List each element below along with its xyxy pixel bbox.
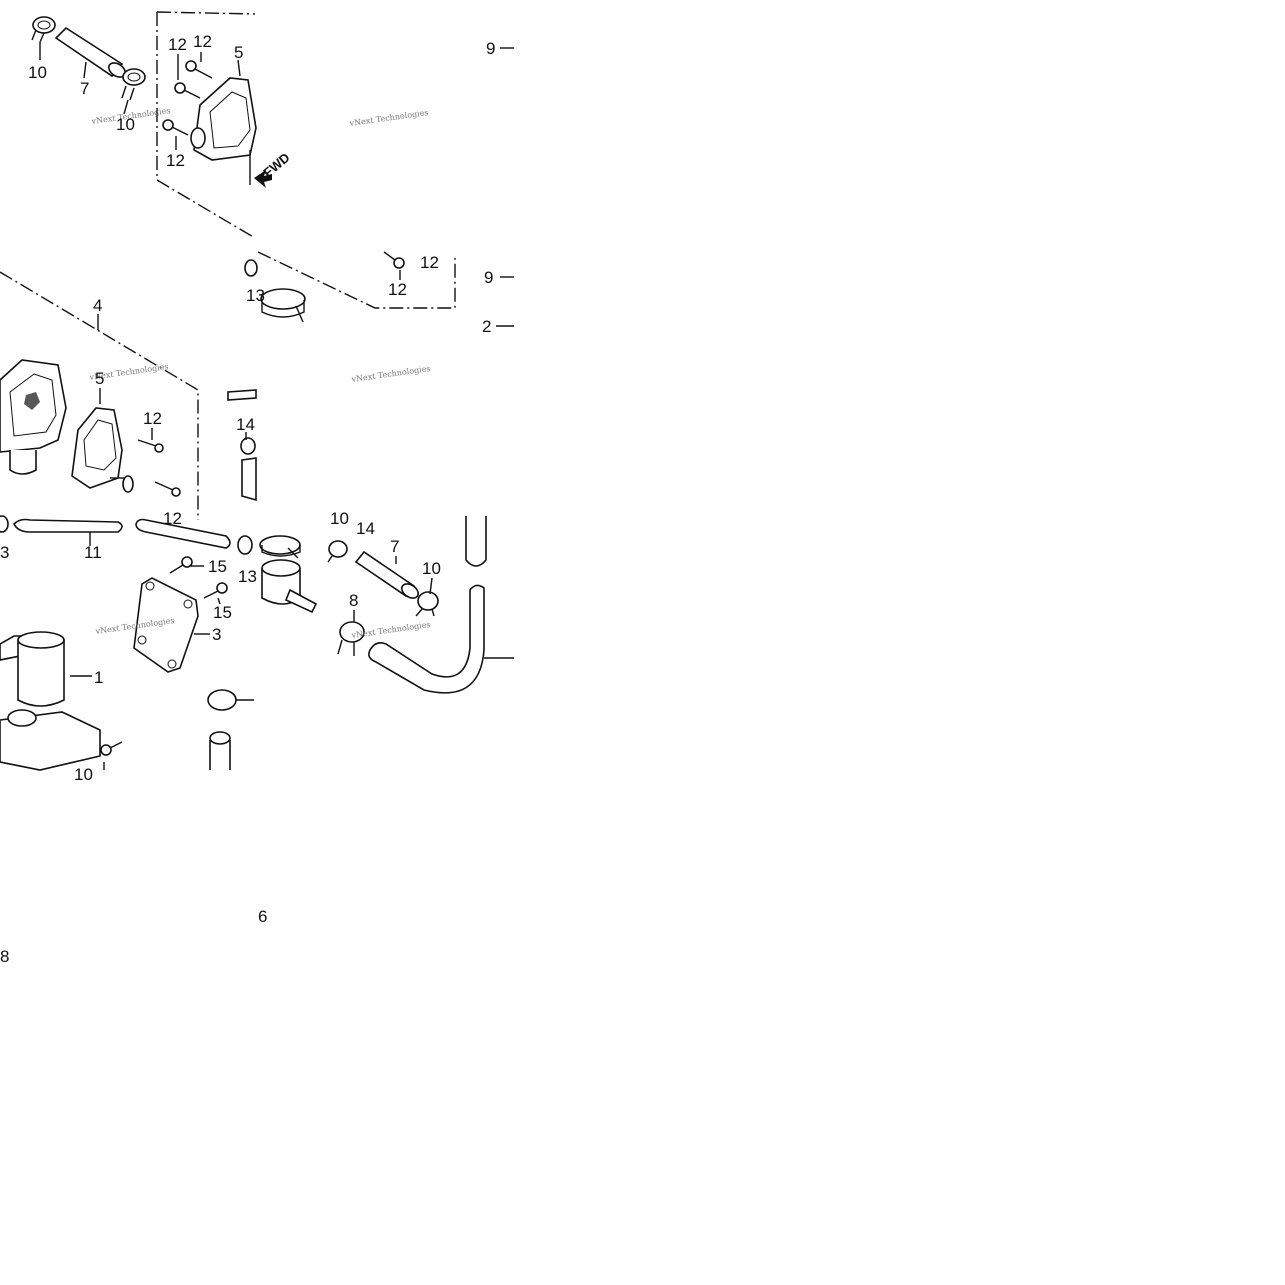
callout-label: 2 bbox=[482, 317, 491, 336]
bolt-lower-12 bbox=[100, 741, 123, 756]
watermark: vNext Technologies bbox=[350, 620, 431, 640]
thermostat-housing-mid bbox=[71, 407, 134, 493]
hose-clamp-10c bbox=[327, 540, 348, 563]
frame-lines bbox=[0, 11, 456, 520]
long-hose-right bbox=[135, 518, 231, 549]
callout-label: 8 bbox=[349, 591, 358, 610]
callout-label: 13 bbox=[238, 567, 257, 586]
callout-label: 15 bbox=[208, 557, 227, 576]
water-neck-13 bbox=[237, 535, 318, 614]
bolt-mid-2 bbox=[154, 481, 181, 497]
bolt-top-3 bbox=[162, 119, 189, 136]
straight-hose-top bbox=[54, 26, 126, 78]
fwd-label: FWD bbox=[260, 150, 292, 181]
callout-label: 7 bbox=[390, 537, 399, 556]
straight-hose-7b bbox=[354, 550, 419, 599]
callout-label: 3 bbox=[212, 625, 221, 644]
callout-label: 5 bbox=[234, 43, 243, 62]
fwd-arrow: FWD bbox=[254, 150, 293, 188]
callout-label: 12 bbox=[388, 280, 407, 299]
hose-clamp-top-right bbox=[121, 68, 146, 101]
callout-label: 7 bbox=[80, 79, 89, 98]
callout-label: 15 bbox=[213, 603, 232, 622]
callout-label: 13 bbox=[246, 286, 265, 305]
pump-body-fragment bbox=[241, 457, 257, 502]
pipe-stub-mid bbox=[227, 389, 257, 401]
callout-label: 10 bbox=[422, 559, 441, 578]
callouts: 10 7 10 12 12 5 12 9 12 12 13 9 2 4 5 12… bbox=[0, 32, 495, 966]
callout-label: 14 bbox=[356, 519, 375, 538]
watermark: vNext Technologies bbox=[348, 108, 429, 128]
bolt-mid-right bbox=[383, 251, 405, 269]
callout-label: 8 bbox=[0, 947, 9, 966]
callout-label: 12 bbox=[163, 509, 182, 528]
callout-label: 10 bbox=[330, 509, 349, 528]
callout-label: 9 bbox=[486, 39, 495, 58]
bolt-mid-1 bbox=[137, 439, 164, 453]
clamp-mid-14 bbox=[240, 437, 256, 455]
callout-label: 10 bbox=[116, 115, 135, 134]
callout-label: 5 bbox=[95, 369, 104, 388]
callout-label: 12 bbox=[143, 409, 162, 428]
bolt-15a bbox=[169, 556, 193, 574]
hose-clamp-top-left bbox=[31, 16, 56, 43]
watermarks: vNext Technologies vNext Technologies vN… bbox=[88, 106, 431, 640]
band-clamp-mid bbox=[260, 288, 306, 323]
leader-lines bbox=[39, 42, 514, 770]
callout-label: 3 bbox=[0, 543, 9, 562]
callout-label: 14 bbox=[236, 415, 255, 434]
bent-hose-6 bbox=[368, 584, 514, 694]
callout-label: 11 bbox=[84, 543, 102, 562]
bolt-top-1 bbox=[185, 60, 213, 79]
callout-label: 12 bbox=[420, 253, 439, 272]
callout-label: 10 bbox=[74, 765, 93, 784]
bolt-top-2 bbox=[174, 82, 201, 99]
watermark: vNext Technologies bbox=[350, 364, 431, 384]
gasket-plate-3 bbox=[133, 577, 199, 673]
long-hose-11 bbox=[13, 518, 123, 533]
callout-label: 12 bbox=[168, 35, 187, 54]
callout-label: 9 bbox=[484, 268, 493, 287]
vertical-hose-right bbox=[465, 516, 487, 567]
thermostat-cover-top bbox=[190, 77, 257, 185]
callout-label: 1 bbox=[94, 668, 103, 687]
callout-label: 6 bbox=[258, 907, 267, 926]
water-pump-housing bbox=[0, 359, 67, 475]
callout-label: 12 bbox=[193, 32, 212, 51]
water-pump-body-1 bbox=[0, 631, 101, 771]
callout-label: 4 bbox=[93, 296, 102, 315]
clamp-left-edge bbox=[0, 515, 9, 533]
callout-label: 12 bbox=[166, 151, 185, 170]
small-clamp-mid bbox=[244, 259, 258, 277]
pipe-lower-right bbox=[209, 731, 231, 770]
callout-label: 10 bbox=[28, 63, 47, 82]
hose-clamp-8 bbox=[337, 621, 365, 656]
bolt-15b bbox=[203, 582, 228, 599]
clamp-lower-right bbox=[207, 689, 254, 711]
hose-clamp-10d bbox=[415, 591, 439, 617]
